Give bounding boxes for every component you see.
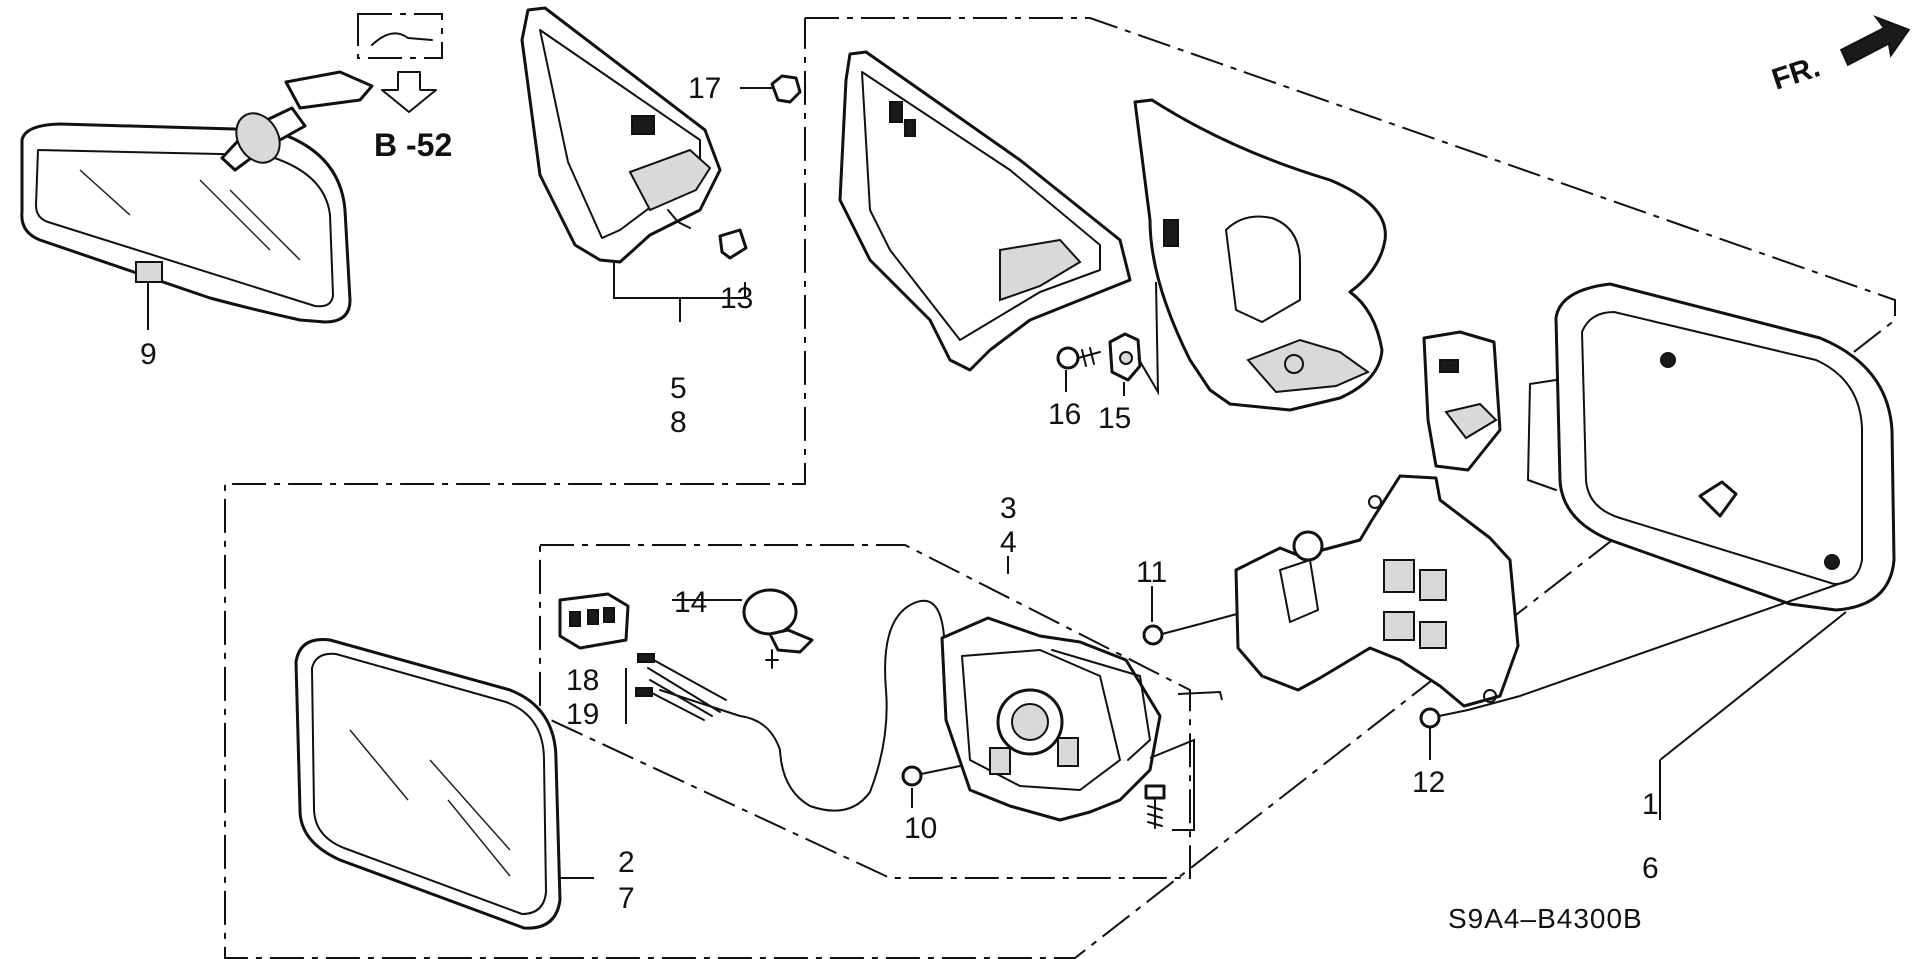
callout-3: 3 <box>1000 492 1017 525</box>
clamp-15[interactable] <box>1108 332 1142 382</box>
wire-harness[interactable] <box>635 599 945 812</box>
callout-11: 11 <box>1136 556 1167 589</box>
callout-4: 4 <box>1000 526 1017 559</box>
screw-11[interactable] <box>1142 623 1201 646</box>
callout-1: 1 <box>1642 788 1659 821</box>
inner-mirror-cover[interactable] <box>520 6 722 264</box>
mounting-clip[interactable] <box>1422 330 1502 472</box>
callout-10: 10 <box>904 812 937 845</box>
reference-label: B -52 <box>374 127 452 163</box>
down-arrow-icon <box>381 71 437 113</box>
callout-8: 8 <box>670 406 687 439</box>
callout-14: 14 <box>674 586 707 619</box>
callout-15: 15 <box>1098 402 1131 435</box>
screw-16[interactable] <box>1056 346 1101 370</box>
actuator-bracket[interactable] <box>1234 474 1520 708</box>
assembly-group-boundary <box>224 17 1896 959</box>
mirror-glass[interactable] <box>294 637 562 930</box>
mirror-actuator[interactable] <box>940 616 1162 822</box>
diagram-code: S9A4–B4300B <box>1448 903 1643 934</box>
callout-18: 18 <box>566 664 599 697</box>
callout-13: 13 <box>720 282 753 315</box>
callout-19: 19 <box>566 698 599 731</box>
callout-2: 2 <box>618 846 635 879</box>
callout-9: 9 <box>140 338 157 371</box>
clamp-14[interactable] <box>742 588 814 669</box>
mirror-cap[interactable] <box>1133 98 1387 412</box>
rear-view-mirror[interactable] <box>20 70 374 324</box>
mirror-base-bracket[interactable] <box>838 50 1132 372</box>
front-direction-label: FR. <box>1768 50 1824 96</box>
callout-7: 7 <box>618 882 635 915</box>
front-direction-arrow <box>1839 15 1911 67</box>
screw-12[interactable] <box>1419 707 1469 729</box>
nut-17[interactable] <box>740 74 802 104</box>
callout-16: 16 <box>1048 398 1081 431</box>
callout-5: 5 <box>670 372 687 405</box>
reference-tab-sketch <box>357 13 443 59</box>
mirror-housing[interactable] <box>1527 282 1896 612</box>
screw-10[interactable] <box>901 765 961 787</box>
screw-vertical[interactable] <box>1144 784 1166 829</box>
callout-12: 12 <box>1412 766 1445 799</box>
callout-6: 6 <box>1642 852 1659 885</box>
connector-18[interactable] <box>558 592 630 650</box>
callout-17: 17 <box>688 72 721 105</box>
clip-13[interactable] <box>718 228 748 260</box>
